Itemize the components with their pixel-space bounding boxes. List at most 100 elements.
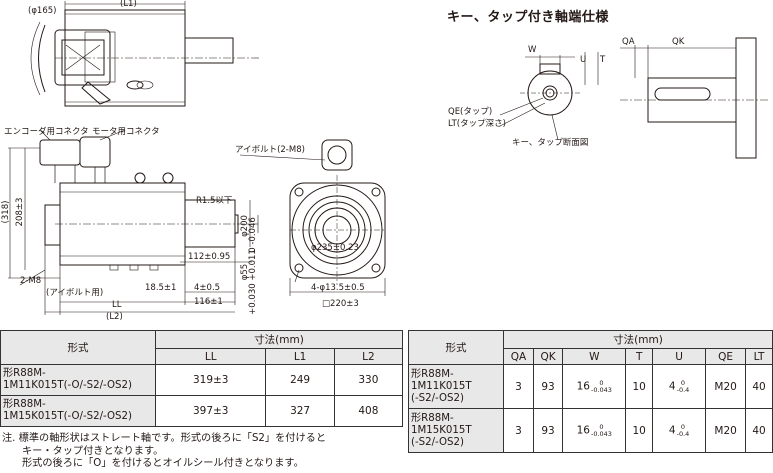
right-col-QE: QE <box>705 348 747 365</box>
tol-top: 0 <box>680 423 686 431</box>
right-model-1: 形R88M- 1M11K015T (-S2/-OS2) <box>408 364 504 409</box>
encoder-connector-label: エンコーダ用コネクタ <box>4 126 89 137</box>
dim-18-5: 18.5±1 <box>145 283 176 293</box>
right-dimension-table: 形式 寸法(mm) QA QK W T U QE LT 形R88M- 1M11K… <box>408 330 773 453</box>
cell-QK: 93 <box>532 408 564 453</box>
cell-QE: M20 <box>705 364 747 409</box>
dim-QE: QE(タップ) <box>448 107 492 117</box>
dim-112: 112±0.95 <box>188 252 230 262</box>
dim-116: 116±1 <box>194 297 223 307</box>
w-value: 16 <box>576 380 590 393</box>
r15-label: R1.5以下 <box>196 196 233 206</box>
dim-phi165: (φ165) <box>28 6 56 16</box>
cell-LT: 40 <box>745 408 773 453</box>
model-line: 1M11K015T <box>411 380 472 392</box>
eyebolt-label: アイボルト(2-M8) <box>235 145 305 155</box>
model-line: 形R88M- <box>3 399 46 410</box>
right-col-T: T <box>625 348 654 365</box>
w-tolerance: 0-0.043 <box>591 424 612 437</box>
left-header-model: 形式 <box>0 330 156 365</box>
top-view <box>30 1 260 107</box>
left-model-1: 形R88M- 1M11K015T(-O/-S2/-OS2) <box>0 364 156 396</box>
dim-2m8-sub: (アイボルト用) <box>46 288 103 298</box>
dim-L2: (L2) <box>106 312 123 322</box>
model-line: 1M11K015T(-O/-S2/-OS2) <box>3 380 132 391</box>
tol-bottom: -0.4 <box>676 429 690 438</box>
dim-208: 208±3 <box>15 198 25 227</box>
dim-phi55-tol: +0.030 +0.011 <box>248 249 258 315</box>
dim-LT: LT(タップ深さ) <box>448 119 506 129</box>
side-view <box>8 136 259 315</box>
cell-L1: 249 <box>265 364 335 396</box>
dim-QA: QA <box>622 37 635 47</box>
dim-2m8: 2-M8 <box>20 276 41 286</box>
cell-T: 10 <box>625 408 654 453</box>
left-col-LL: LL <box>154 348 267 365</box>
dim-phi200-tol: 0 -0.046 <box>248 217 258 253</box>
key-tap-detail <box>499 37 770 159</box>
dim-T: T <box>599 55 606 65</box>
cell-QA: 3 <box>503 364 534 409</box>
cell-LT: 40 <box>745 364 773 409</box>
model-line: 形R88M- <box>411 412 454 424</box>
cell-QA: 3 <box>503 408 534 453</box>
right-header-dim: 寸法(mm) <box>503 330 773 349</box>
right-model-2: 形R88M- 1M15K015T (-S2/-OS2) <box>408 408 504 453</box>
dim-QK: QK <box>672 37 685 47</box>
dim-220: □220±3 <box>322 299 359 309</box>
left-model-2: 形R88M- 1M15K015T(-O/-S2/-OS2) <box>0 395 156 427</box>
front-view <box>289 139 386 296</box>
left-dimension-table: 形式 寸法(mm) LL L1 L2 形R88M- 1M11K015T(-O/-… <box>0 330 404 427</box>
model-line: 形R88M- <box>411 368 454 380</box>
tol-bottom: -0.4 <box>676 385 690 394</box>
w-tolerance: 0-0.043 <box>591 380 612 393</box>
u-value: 4 <box>668 380 676 393</box>
note-line-2: キー・タップ付きとなります。 <box>22 445 164 457</box>
right-col-W: W <box>562 348 627 365</box>
right-col-LT: LT <box>745 348 773 365</box>
motor-connector-label: モータ用コネクタ <box>92 127 160 137</box>
tol-bottom: -0.043 <box>590 385 612 394</box>
table-row: 形R88M- 1M11K015T(-O/-S2/-OS2) 319±3 249 … <box>0 364 404 396</box>
dim-L1: (L1) <box>120 0 137 9</box>
right-col-QK: QK <box>532 348 564 365</box>
dim-318: (318) <box>1 201 11 224</box>
model-line: (-S2/-OS2) <box>411 392 464 404</box>
cell-L1: 327 <box>265 395 335 427</box>
dim-4phi: 4-φ13.5±0.5 <box>311 283 365 293</box>
cell-L2: 408 <box>333 395 404 427</box>
tol-top: 0 <box>599 379 604 387</box>
right-col-U: U <box>652 348 707 365</box>
dim-W: W <box>528 45 537 55</box>
u-tolerance: 0-0.4 <box>677 424 690 437</box>
dim-4: 4±0.5 <box>194 283 220 293</box>
cell-L2: 330 <box>333 364 404 396</box>
dim-LL: LL <box>112 300 122 310</box>
dim-phi200: φ200 <box>240 215 250 237</box>
u-value: 4 <box>668 424 676 437</box>
model-line: (-S2/-OS2) <box>411 436 464 448</box>
cell-QK: 93 <box>532 364 564 409</box>
tol-bottom: -0.043 <box>590 429 612 438</box>
dim-phi235: φ235±0.23 <box>311 243 359 253</box>
w-value: 16 <box>576 424 590 437</box>
key-section-label: キー、タップ断面図 <box>512 137 588 148</box>
model-line: 1M15K015T(-O/-S2/-OS2) <box>3 411 132 422</box>
left-col-L1: L1 <box>265 348 335 365</box>
cell-LL: 397±3 <box>154 395 267 427</box>
tol-top: 0 <box>599 423 604 431</box>
left-col-L2: L2 <box>333 348 404 365</box>
dim-U: U <box>580 55 586 65</box>
model-line: 形R88M- <box>3 368 46 379</box>
cell-LL: 319±3 <box>154 364 267 396</box>
left-header-dim: 寸法(mm) <box>155 330 403 349</box>
right-header-model: 形式 <box>408 330 504 365</box>
right-col-QA: QA <box>503 348 534 365</box>
dim-phi55: φ55 <box>240 264 250 280</box>
u-tolerance: 0-0.4 <box>677 380 690 393</box>
